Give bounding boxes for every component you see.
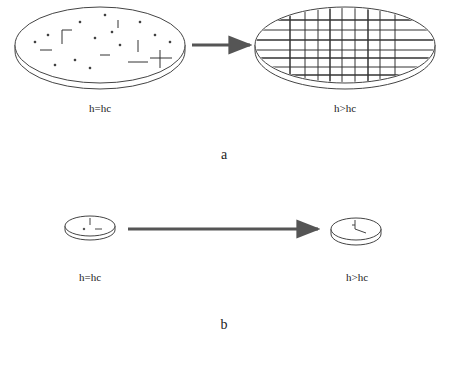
condition-label: h=hc (78, 272, 102, 283)
panel-letter: b (220, 318, 229, 332)
condition-label: h=hc (88, 103, 112, 114)
crack-grid (255, 5, 435, 85)
arrow (192, 44, 250, 47)
small-disk (65, 216, 115, 240)
condition-label: h>hc (333, 103, 357, 114)
cracks (34, 14, 172, 69)
disk (15, 7, 185, 89)
arrow (128, 228, 318, 231)
small-disk (331, 218, 381, 245)
panel-letter: a (220, 148, 228, 162)
disk (255, 7, 435, 89)
condition-label: h>hc (345, 272, 369, 283)
